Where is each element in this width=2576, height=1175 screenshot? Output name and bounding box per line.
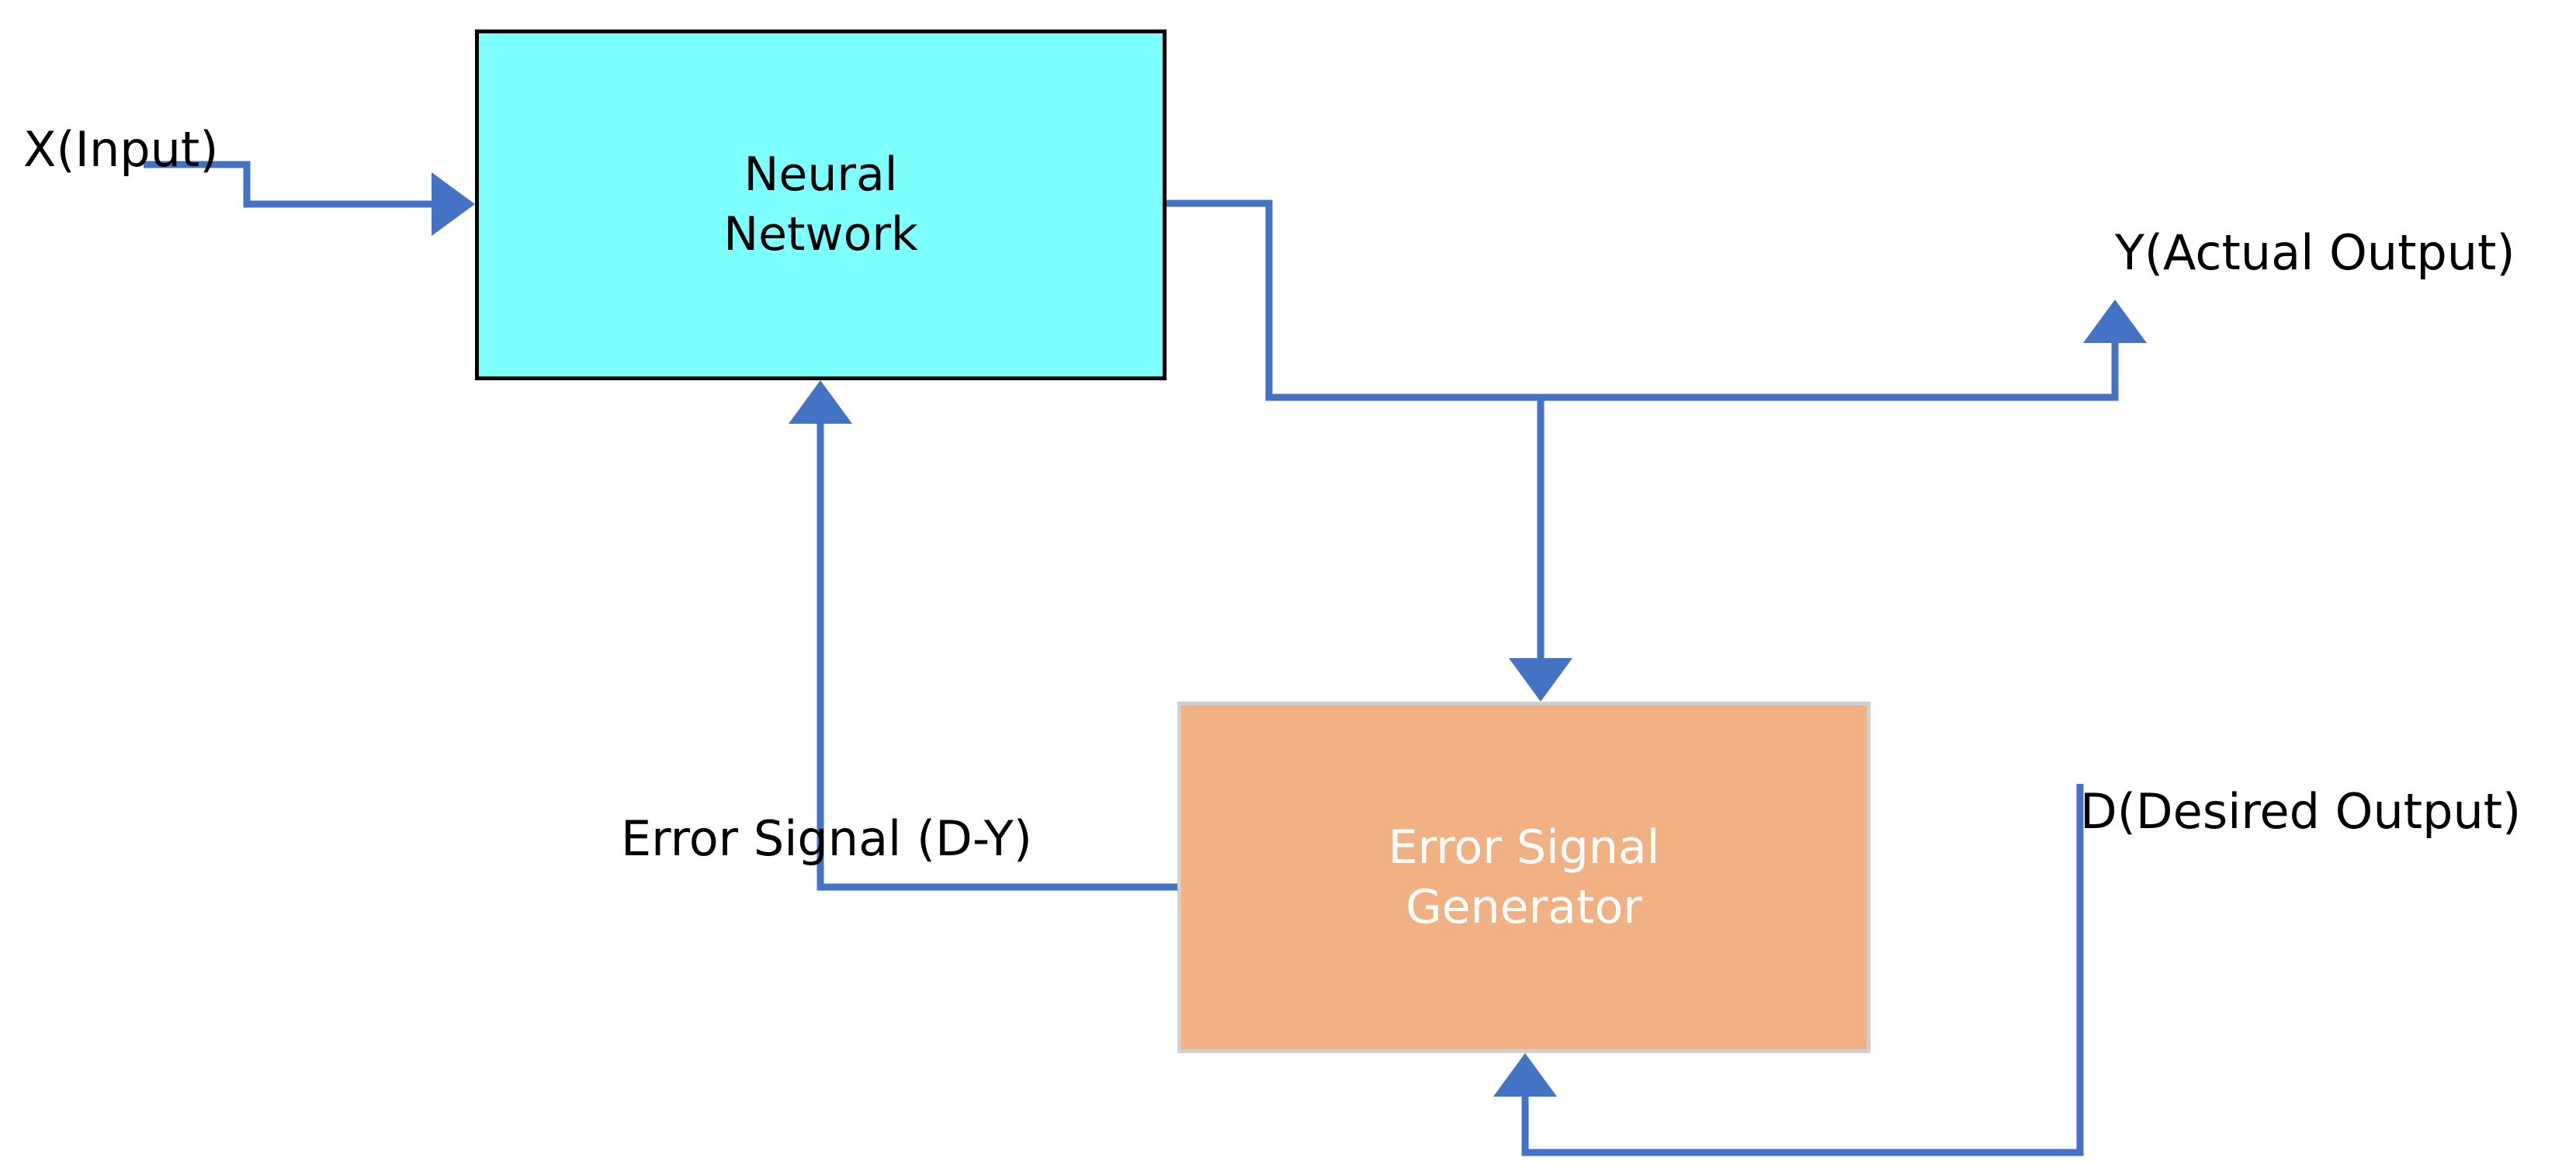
connector-neural-network-to-actual-output: [1167, 199, 2147, 401]
label-desired-output: D(Desired Output): [2080, 783, 2522, 840]
node-error-signal-generator-label: Error Signal Generator: [1388, 820, 1660, 934]
connector-input-to-neural-network: [144, 161, 475, 236]
node-neural-network[interactable]: Neural Network: [475, 29, 1167, 380]
connector-error-generator-to-neural-network: [789, 380, 1177, 891]
connector-desired-output-to-error-generator: [1493, 784, 2084, 1156]
label-error-signal: Error Signal (D-Y): [621, 810, 1032, 867]
node-error-signal-generator[interactable]: Error Signal Generator: [1177, 702, 1870, 1053]
connector-neural-network-to-error-generator: [1509, 397, 1572, 702]
label-actual-output: Y(Actual Output): [2115, 224, 2515, 281]
label-input: X(Input): [23, 121, 219, 178]
node-neural-network-label: Neural Network: [723, 147, 918, 262]
